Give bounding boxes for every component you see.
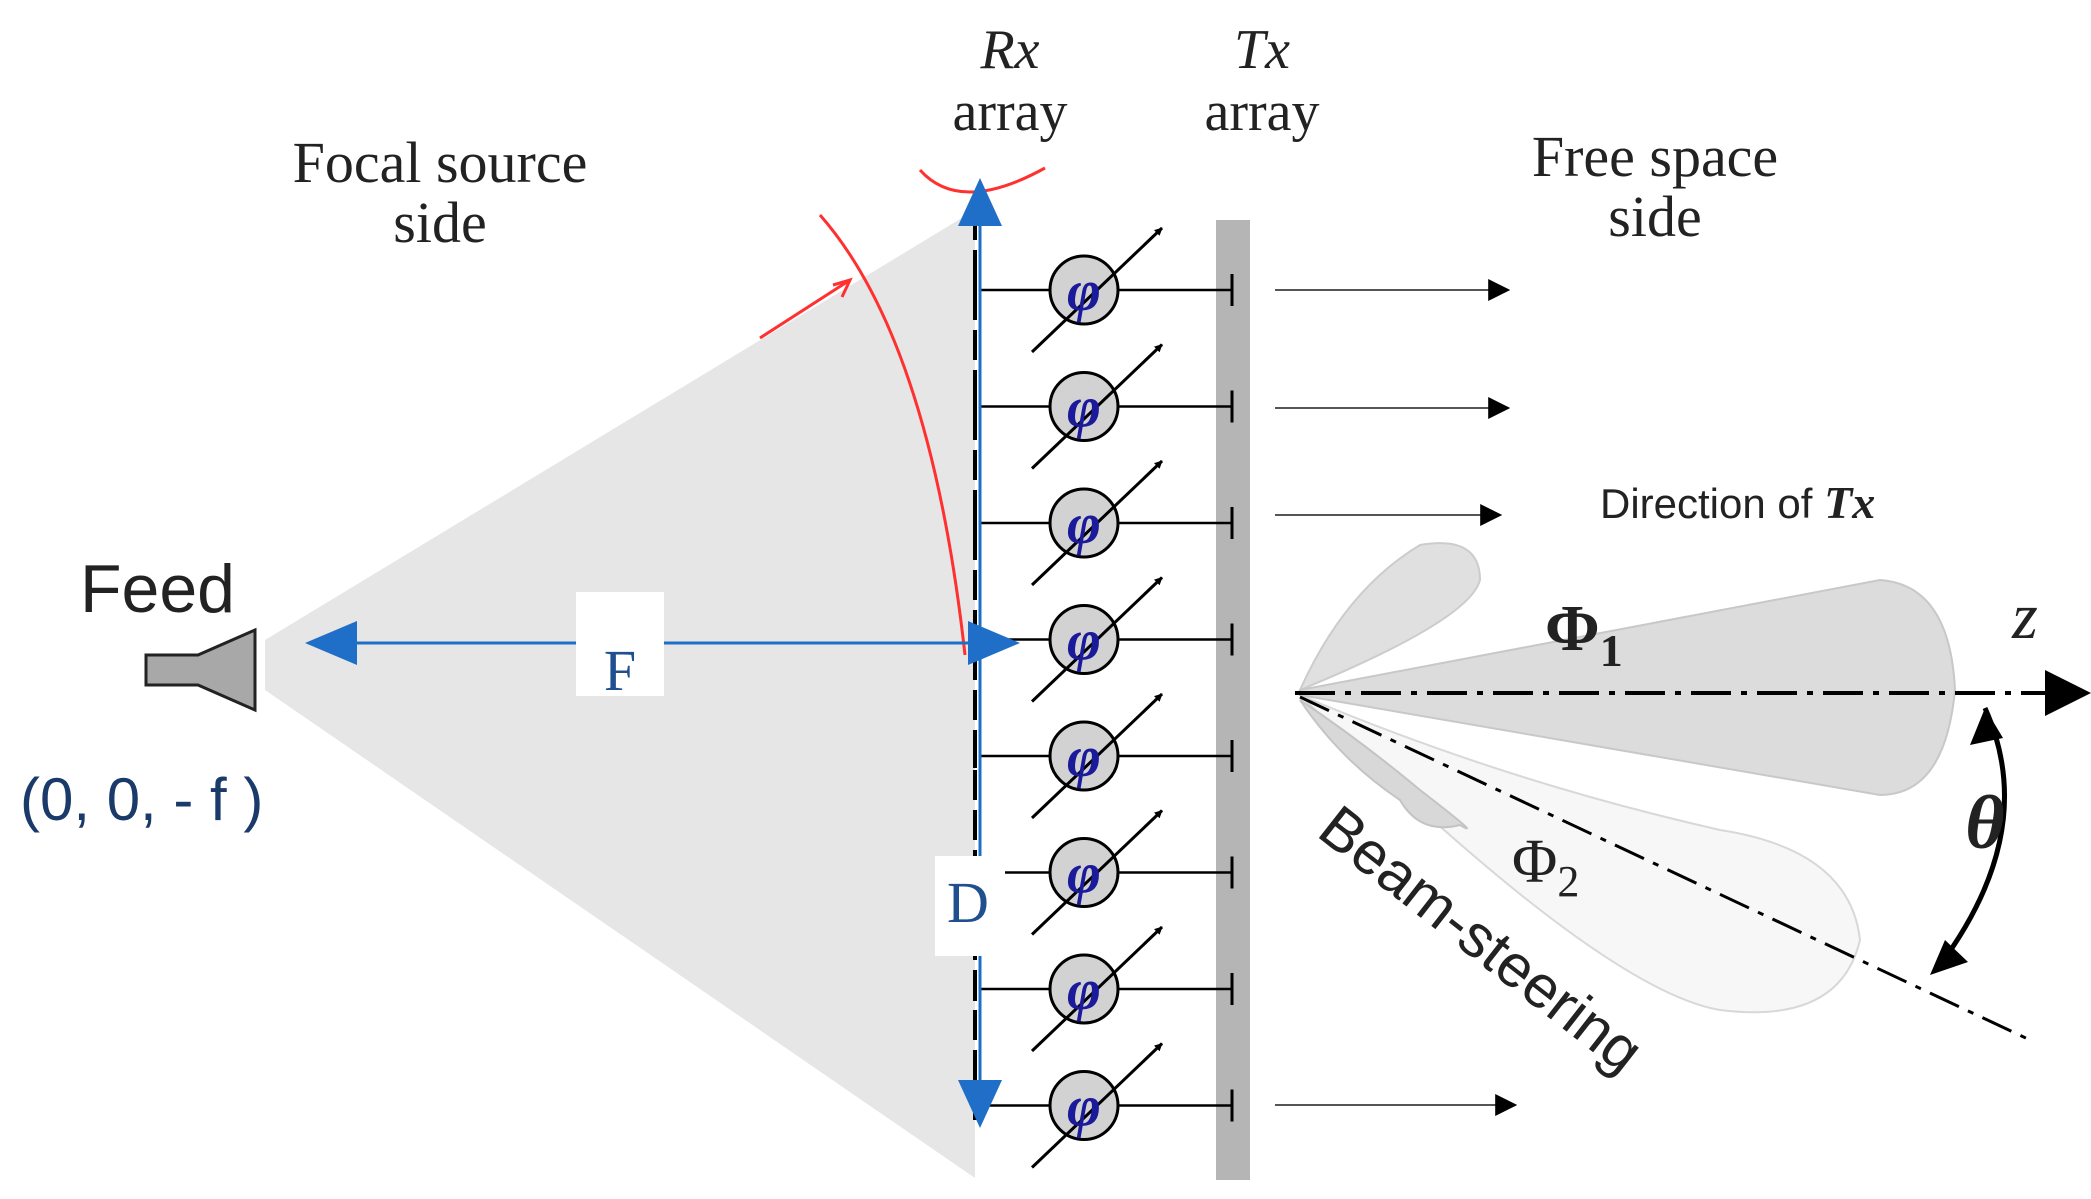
aperture-arrow-head-top <box>958 178 1002 226</box>
phase-shifter-symbol: φ <box>1067 608 1101 673</box>
rx-array-label-2: array <box>952 81 1067 143</box>
phase-shifter-element: φ <box>973 459 1234 587</box>
wavefront-arrow-upper <box>918 166 1046 194</box>
focal-arrow-head-right <box>968 621 1020 665</box>
phase-shifter-symbol: φ <box>1067 1074 1101 1139</box>
focal-side-label-2: side <box>393 190 486 255</box>
aperture-label-box <box>935 856 1005 956</box>
phase-shifter-symbol: φ <box>1067 841 1101 906</box>
wavefront-arrow-lower <box>759 278 851 340</box>
focal-label-box <box>576 592 664 696</box>
phase-shifter-element: φ <box>973 925 1234 1053</box>
aperture-arrow-head-bottom <box>958 1080 1002 1128</box>
phase-shifter-symbol: φ <box>1067 491 1101 556</box>
rx-array-label-1: Rx <box>979 19 1039 81</box>
focal-side-label-1: Focal source <box>293 130 588 195</box>
tx-array-label-2: array <box>1204 81 1319 143</box>
phase-shifter-symbol: φ <box>1067 258 1101 323</box>
tunable-phase-arrow-icon <box>1030 1042 1164 1169</box>
side-lobe-lower <box>1299 699 1468 830</box>
tx-array-label-1: Tx <box>1234 19 1290 81</box>
z-axis-label: z <box>2011 580 2038 653</box>
free-space-label-2: side <box>1608 184 1701 249</box>
theta-label: θ <box>1965 781 2004 865</box>
phase-shifter-symbol: φ <box>1067 375 1101 440</box>
tunable-phase-arrow-icon <box>1030 459 1164 587</box>
free-space-label-1: Free space <box>1532 124 1778 189</box>
beam-lobe-phi1 <box>1299 578 1957 797</box>
tunable-phase-arrow-icon <box>1030 343 1164 470</box>
tunable-phase-arrow-icon <box>1030 692 1164 820</box>
feed-coordinates: (0, 0, - f ) <box>20 766 263 833</box>
phase-shifter-element: φ <box>973 226 1234 354</box>
tunable-phase-arrow-icon <box>1030 809 1164 936</box>
z-axis-arrow-head <box>2045 670 2091 716</box>
phase-shifter-symbol: φ <box>1067 724 1101 789</box>
beam-lobe-phi2 <box>1299 694 1862 1014</box>
focal-length-label: F <box>604 638 636 703</box>
tunable-phase-arrow-icon <box>1030 226 1164 354</box>
feed-label: Feed <box>80 551 235 627</box>
focal-arrow-head-left <box>305 621 357 665</box>
wavefront-arc-outer <box>818 214 967 656</box>
beam-phi2-label: Φ2 <box>1512 828 1579 906</box>
phase-shifter-symbol: φ <box>1067 957 1101 1022</box>
phase-shifter-element: φ <box>973 343 1234 470</box>
tx-array-bar <box>1216 220 1250 1180</box>
feed-horn-icon <box>144 627 257 713</box>
phase-shifter-element: φ <box>973 692 1234 820</box>
tunable-phase-arrow-icon <box>1030 576 1164 703</box>
tunable-phase-arrow-icon <box>1030 925 1164 1053</box>
side-lobe-upper <box>1298 542 1482 692</box>
aperture-label: D <box>947 870 989 935</box>
steered-beam-direction-line <box>1299 695 2031 1042</box>
phase-shifter-element: φ <box>973 809 1234 936</box>
phase-shifter-element: φ <box>973 1042 1234 1169</box>
phase-shifter-element: φ <box>973 576 1234 703</box>
direction-of-tx-label: Direction of Tx <box>1600 477 1875 528</box>
beam-phi1-label: Φ1 <box>1545 592 1623 676</box>
